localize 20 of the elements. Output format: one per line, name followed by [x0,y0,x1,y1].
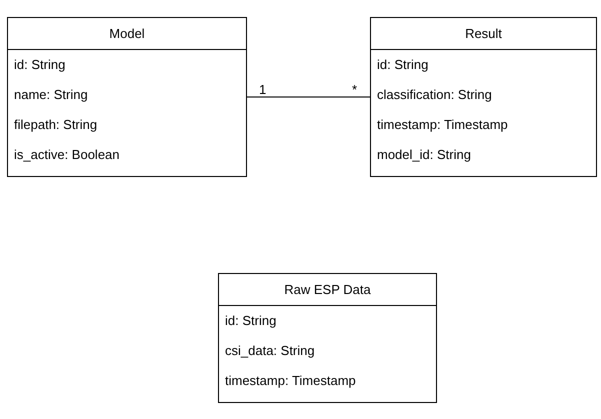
attribute-text: id: String [225,312,276,330]
class-box [370,17,597,177]
multiplicity-label: 1 [259,81,266,99]
attribute-text: model_id: String [377,146,471,164]
class-name: Result [465,24,502,43]
multiplicity-label: * [352,81,358,99]
class-box [7,17,247,177]
attribute-text: is_active: Boolean [14,146,120,164]
attribute-text: id: String [377,56,428,74]
attribute-text: id: String [14,56,66,74]
attribute-text: csi_data: String [225,342,315,360]
attribute-text: classification: String [377,86,492,104]
attribute-text: timestamp: Timestamp [377,116,508,134]
attribute-text: filepath: String [14,116,98,134]
class-name: Raw ESP Data [284,280,371,299]
association-line [246,96,370,98]
class-name: Model [109,24,145,43]
attribute-text: name: String [14,86,88,104]
class-box [218,273,437,403]
attribute-text: timestamp: Timestamp [225,372,356,390]
